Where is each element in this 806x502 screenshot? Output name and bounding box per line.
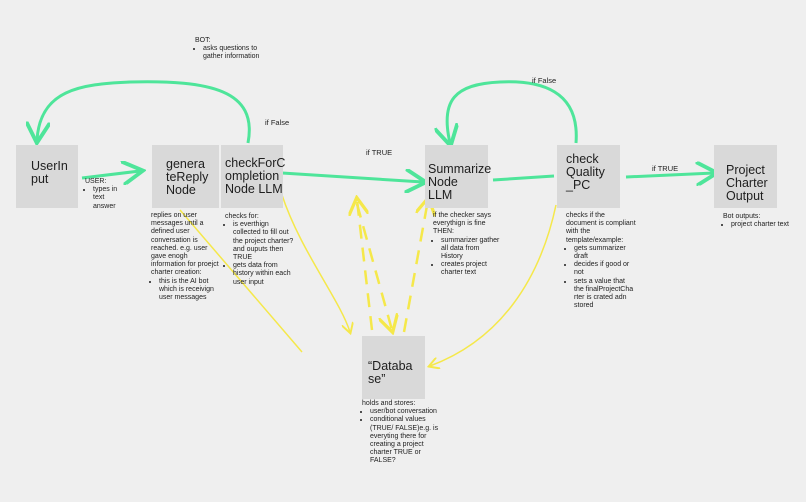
summarize-note: if the checker says everythign is fine T… <box>433 212 501 278</box>
note-title: Bot outputs: <box>723 213 761 220</box>
note-title: USER: <box>85 178 107 185</box>
note-item: user/bot conversation <box>370 408 440 416</box>
output-note: Bot outputs: project charter text <box>723 213 793 229</box>
note-list: project charter text <box>723 221 793 229</box>
note-item: project charter text <box>731 221 793 229</box>
note-text: if the checker says everythign is fine T… <box>433 212 491 236</box>
note-list: types in text answer <box>85 186 125 211</box>
note-list: is everthign collected to fill out the p… <box>225 221 295 287</box>
arrow-user-to-generate <box>81 171 140 178</box>
database-node[interactable]: “Databa se” <box>362 336 425 399</box>
note-list: user/bot conversation conditional values… <box>362 408 440 465</box>
line-generate-to-database <box>179 209 303 353</box>
note-text: checks if the document is compliant with… <box>566 212 636 244</box>
generate-reply-node[interactable]: genera teReply Node <box>152 145 219 208</box>
node-label: checkForC ompletion Node LLM <box>225 156 286 196</box>
edge-label-if-true: if TRUE <box>366 148 393 157</box>
dashed-arrow-to-summarize <box>402 200 428 333</box>
note-item: types in text answer <box>93 186 125 211</box>
note-item: gets summarizer draft <box>574 245 636 261</box>
user-input-node[interactable]: UserIn put <box>16 145 78 208</box>
node-label: “Databa se” <box>368 359 413 386</box>
note-title: checks for: <box>225 213 259 220</box>
note-text: replies on user messages until a defined… <box>151 212 219 277</box>
arrow-check-to-database <box>281 194 350 332</box>
arrow-summarize-to-quality <box>492 174 555 182</box>
loop-arrow-quality <box>447 80 578 143</box>
note-list: gets summarizer draft decides if good or… <box>566 245 636 311</box>
node-label: genera teReply Node <box>166 157 209 197</box>
summarize-node[interactable]: Summarize Node LLM <box>425 145 492 208</box>
note-list: this is the AI bot which is receivign us… <box>151 278 221 303</box>
note-title: holds and stores: <box>362 400 416 407</box>
dashed-arrow-up <box>357 200 374 331</box>
note-item: asks questions to gather information <box>203 45 261 61</box>
note-item: conditional values (TRUE/ FALSE)e.g. is … <box>370 416 440 465</box>
user-note: USER: types in text answer <box>85 178 125 211</box>
note-item: is everthign collected to fill out the p… <box>233 221 295 262</box>
note-item: gets data from history within each user … <box>233 262 295 287</box>
note-title: BOT: <box>195 37 211 44</box>
dashed-arrow-down <box>355 203 392 330</box>
bot-note: BOT: asks questions to gather informatio… <box>195 37 261 62</box>
arrow-check-to-summarize <box>281 173 423 182</box>
check-for-completion-note: checks for: is everthign collected to fi… <box>225 213 295 287</box>
edge-label-if-true: if TRUE <box>652 164 679 173</box>
note-list: asks questions to gather information <box>195 45 261 61</box>
check-quality-note: checks if the document is compliant with… <box>566 212 636 310</box>
project-charter-output-node[interactable]: Project Charter Output <box>714 145 777 208</box>
note-item: sets a value that the finalProjectCha rt… <box>574 278 636 311</box>
node-label: check Quality _PC <box>566 152 605 192</box>
edge-label-if-false: if False <box>532 76 557 85</box>
loop-arrow-bot <box>37 80 251 143</box>
check-quality-node[interactable]: check Quality _PC <box>557 145 620 208</box>
note-item: decides if good or not <box>574 261 636 277</box>
node-label: UserIn put <box>31 159 68 186</box>
generate-reply-note: replies on user messages until a defined… <box>151 212 221 302</box>
note-item: summarizer gather all data from History <box>441 237 501 262</box>
note-item: creates project charter text <box>441 261 501 277</box>
edge-label-if-false: if False <box>265 118 290 127</box>
node-label: Project Charter Output <box>726 163 768 203</box>
database-note: holds and stores: user/bot conversation … <box>362 400 440 466</box>
node-label: Summarize Node LLM <box>428 162 492 202</box>
note-list: summarizer gather all data from History … <box>433 237 501 278</box>
check-for-completion-node[interactable]: checkForC ompletion Node LLM <box>221 145 286 208</box>
arrow-quality-to-output <box>625 173 714 177</box>
arrow-quality-to-database <box>430 204 557 366</box>
note-item: this is the AI bot which is receivign us… <box>159 278 221 303</box>
